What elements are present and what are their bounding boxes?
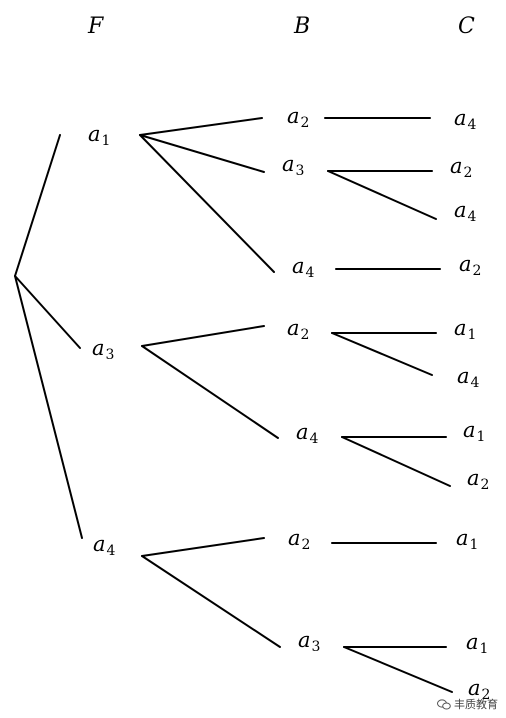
node-c3-base: a <box>454 198 467 222</box>
node-b7-sub: 3 <box>311 639 321 655</box>
node-c3: a4 <box>454 198 477 225</box>
node-b3-base: a <box>292 254 305 278</box>
node-f2-base: a <box>92 336 105 360</box>
node-c1: a4 <box>454 106 477 133</box>
node-c6: a4 <box>457 364 480 391</box>
node-f2-sub: 3 <box>105 347 115 363</box>
node-c9-sub: 1 <box>469 537 479 553</box>
node-c11-base: a <box>468 676 481 700</box>
node-c8-sub: 2 <box>480 477 490 493</box>
node-f1-base: a <box>88 122 101 146</box>
node-f3-sub: 4 <box>106 543 116 559</box>
node-b4-base: a <box>287 316 300 340</box>
node-b1: a2 <box>287 104 310 131</box>
edge-root-f1 <box>14 134 61 277</box>
edge-b4-c6 <box>331 332 433 376</box>
node-b3: a4 <box>292 254 315 281</box>
header-B: B <box>294 14 311 39</box>
node-c5: a1 <box>454 316 477 343</box>
node-c4-base: a <box>459 252 472 276</box>
node-c9-base: a <box>456 526 469 550</box>
node-c1-sub: 4 <box>467 117 477 133</box>
node-b2-base: a <box>282 152 295 176</box>
node-c10: a1 <box>466 630 489 657</box>
node-b1-base: a <box>287 104 300 128</box>
node-f1-sub: 1 <box>101 133 111 149</box>
node-b6-sub: 2 <box>301 537 311 553</box>
header-C: C <box>458 14 475 39</box>
node-c6-base: a <box>457 364 470 388</box>
node-c8: a2 <box>467 466 490 493</box>
edge-f3-b6 <box>141 537 265 557</box>
node-c11-sub: 2 <box>481 687 491 703</box>
edge-root-f2 <box>14 275 81 349</box>
node-b2-sub: 3 <box>295 163 305 179</box>
edge-f1-b2 <box>139 134 265 173</box>
edge-f1-b1 <box>139 117 263 136</box>
edge-b5-c8 <box>341 436 451 487</box>
node-c8-base: a <box>467 466 480 490</box>
node-f2: a3 <box>92 336 115 363</box>
node-b4-sub: 2 <box>300 327 310 343</box>
node-c5-base: a <box>454 316 467 340</box>
node-f3: a4 <box>93 532 116 559</box>
watermark: 丰质教育 <box>437 696 498 712</box>
node-c7: a1 <box>463 418 486 445</box>
node-c10-base: a <box>466 630 479 654</box>
node-b3-sub: 4 <box>305 265 315 281</box>
node-b2: a3 <box>282 152 305 179</box>
node-b7-base: a <box>298 628 311 652</box>
node-b5-sub: 4 <box>309 431 319 447</box>
node-b7: a3 <box>298 628 321 655</box>
node-c4-sub: 2 <box>472 263 482 279</box>
edge-f2-b5 <box>141 345 279 439</box>
edge-b2-c3 <box>327 170 437 220</box>
node-b6-base: a <box>288 526 301 550</box>
edge-f1-b3 <box>139 134 275 273</box>
node-c6-sub: 4 <box>470 375 480 391</box>
node-c7-sub: 1 <box>476 429 486 445</box>
wechat-icon <box>437 698 451 709</box>
edge-b7-c11 <box>343 646 453 693</box>
node-c9: a1 <box>456 526 479 553</box>
node-c4: a2 <box>459 252 482 279</box>
node-b6: a2 <box>288 526 311 553</box>
node-b4: a2 <box>287 316 310 343</box>
node-c10-sub: 1 <box>479 641 489 657</box>
node-c2-base: a <box>450 154 463 178</box>
edge-root-f3 <box>14 275 83 539</box>
node-b1-sub: 2 <box>300 115 310 131</box>
edge-f3-b7 <box>141 555 281 648</box>
node-c11: a2 <box>468 676 491 703</box>
node-f1: a1 <box>88 122 111 149</box>
node-c1-base: a <box>454 106 467 130</box>
node-c3-sub: 4 <box>467 209 477 225</box>
node-c2-sub: 2 <box>463 165 473 181</box>
edge-f2-b4 <box>141 325 265 347</box>
node-f3-base: a <box>93 532 106 556</box>
header-F: F <box>88 14 104 39</box>
node-c7-base: a <box>463 418 476 442</box>
watermark-text: 丰质教育 <box>454 698 498 711</box>
node-c5-sub: 1 <box>467 327 477 343</box>
node-b5-base: a <box>296 420 309 444</box>
node-b5: a4 <box>296 420 319 447</box>
node-c2: a2 <box>450 154 473 181</box>
